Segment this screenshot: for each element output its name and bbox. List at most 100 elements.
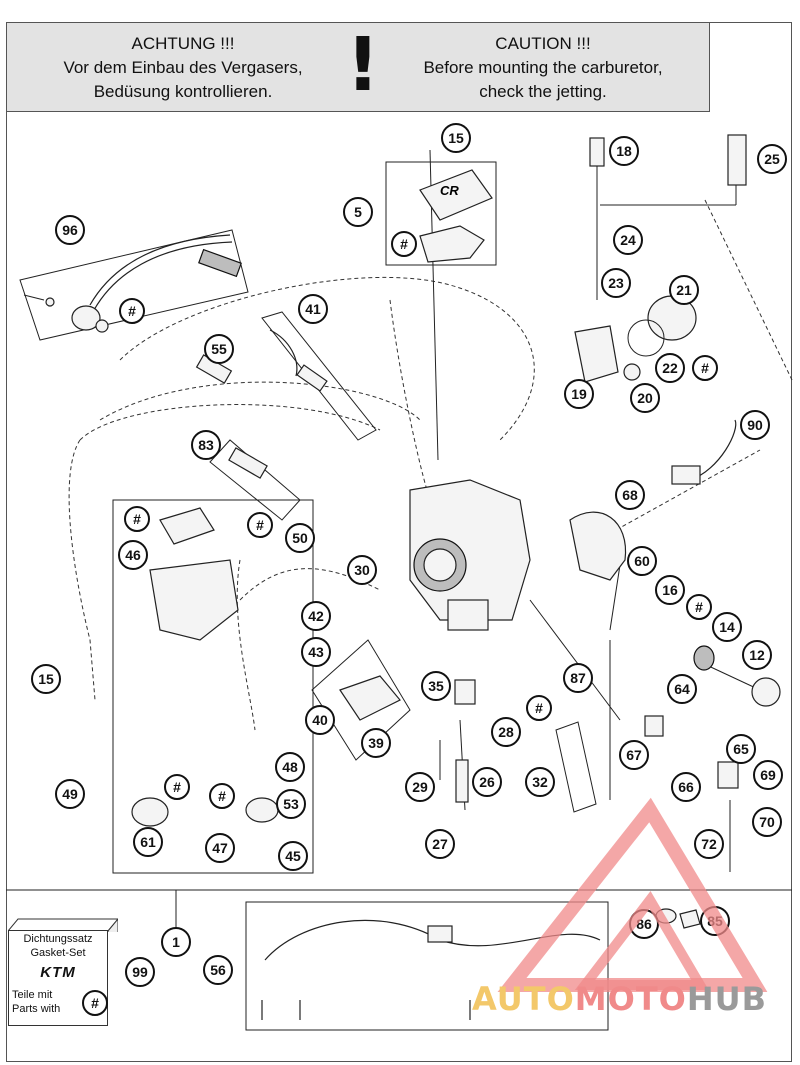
callout-53: 53	[276, 789, 306, 819]
top-cover-group-box	[385, 161, 497, 266]
callout-hash: #	[692, 355, 718, 381]
cr-marking: CR	[440, 183, 459, 198]
top-cover-gasket	[419, 225, 485, 263]
callout-24: 24	[613, 225, 643, 255]
gasket-title-line: Dichtungssatz	[23, 933, 93, 945]
callout-48: 48	[275, 752, 305, 782]
fitting-hose	[269, 329, 298, 377]
callout-26: 26	[472, 767, 502, 797]
callout-22: 22	[655, 353, 685, 383]
drain-plug	[131, 797, 169, 827]
callout-47: 47	[205, 833, 235, 863]
throttle-sensor-group-box	[19, 229, 249, 341]
callout-40: 40	[305, 705, 335, 735]
float-bowl-gasket	[159, 507, 215, 545]
gasket-set-title: Dichtungssatz Gasket-Set	[8, 932, 108, 960]
callout-41: 41	[298, 294, 328, 324]
callout-67: 67	[619, 740, 649, 770]
jet-holder	[454, 679, 476, 705]
warning-german-line: Vor dem Einbau des Vergasers,	[63, 58, 303, 77]
linkage-cover	[717, 761, 739, 789]
overflow-hose	[239, 568, 381, 601]
leader-line	[609, 564, 621, 631]
watermark-text: AUTOMOTOHUB	[472, 980, 767, 1018]
needle-clips	[727, 134, 747, 186]
warning-english-line: check the jetting.	[479, 82, 607, 101]
callout-27: 27	[425, 829, 455, 859]
top-cover	[419, 169, 493, 221]
callout-30: 30	[347, 555, 377, 585]
callout-hash: #	[391, 231, 417, 257]
callout-69: 69	[753, 760, 783, 790]
callout-72: 72	[694, 829, 724, 859]
callout-18: 18	[609, 136, 639, 166]
callout-20: 20	[630, 383, 660, 413]
fitting-group-box	[261, 311, 377, 441]
callout-hash: #	[164, 774, 190, 800]
sensor-cable	[93, 241, 233, 311]
warning-german: ACHTUNG !!! Vor dem Einbau des Vergasers…	[18, 32, 348, 104]
callout-56: 56	[203, 955, 233, 985]
callout-19: 19	[564, 379, 594, 409]
slide-housing	[574, 325, 619, 383]
hose-set-hose	[439, 933, 601, 947]
callout-68: 68	[615, 480, 645, 510]
callout-46: 46	[118, 540, 148, 570]
watermark-text-part: MOTO	[574, 980, 687, 1018]
callout-64: 64	[667, 674, 697, 704]
callout-hash: #	[82, 990, 108, 1016]
watermark-triangle	[497, 797, 768, 992]
caution-banner	[6, 22, 710, 112]
main-jet-needle	[455, 759, 469, 803]
hose-set-fitting	[427, 925, 453, 943]
air-screw	[228, 447, 268, 479]
vent-hose	[79, 404, 381, 441]
callout-49: 49	[55, 779, 85, 809]
gasket-parts-note: Teile mit Parts with	[12, 988, 82, 1016]
callout-90: 90	[740, 410, 770, 440]
callout-50: 50	[285, 523, 315, 553]
warning-german-line: Bedüsung kontrollieren.	[93, 82, 273, 101]
callout-96: 96	[55, 215, 85, 245]
sensor-washer	[45, 297, 55, 307]
warning-english: CAUTION !!! Before mounting the carburet…	[378, 32, 708, 104]
callout-65: 65	[726, 734, 756, 764]
slide-washer	[623, 363, 641, 381]
callout-15: 15	[31, 664, 61, 694]
callout-15: 15	[441, 123, 471, 153]
callout-43: 43	[301, 637, 331, 667]
callout-87: 87	[563, 663, 593, 693]
float-chamber-mount	[447, 599, 489, 631]
carburetor-bore-inner	[423, 548, 457, 582]
exclamation-icon: !	[346, 22, 380, 108]
callout-45: 45	[278, 841, 308, 871]
warning-english-line: Before mounting the carburetor,	[423, 58, 663, 77]
needle-clip-holder	[589, 137, 605, 167]
callout-55: 55	[204, 334, 234, 364]
hose-set-hose	[264, 919, 441, 961]
jet-group-box	[555, 721, 597, 813]
callout-5: 5	[343, 197, 373, 227]
gasket-title-line: Gasket-Set	[30, 947, 86, 959]
fitting-nipple	[296, 364, 328, 392]
watermark-text-part: HUB	[686, 980, 768, 1018]
diagonal-dash	[704, 199, 793, 381]
diagonal-dash	[597, 449, 761, 541]
choke-lever	[339, 675, 401, 721]
callout-99: 99	[125, 957, 155, 987]
callout-70: 70	[752, 807, 782, 837]
callout-83: 83	[191, 430, 221, 460]
callout-28: 28	[491, 717, 521, 747]
callout-16: 16	[655, 575, 685, 605]
callout-32: 32	[525, 767, 555, 797]
warning-german-line: ACHTUNG !!!	[131, 34, 235, 53]
sensor-body	[71, 305, 101, 331]
callout-hash: #	[526, 695, 552, 721]
gasket-parts-line: Teile mit	[12, 989, 53, 1001]
sensor-connector	[198, 248, 242, 278]
callout-hash: #	[247, 512, 273, 538]
slide-o-ring	[627, 319, 665, 357]
ktm-logo: KTM	[40, 964, 76, 981]
linkage-arm	[644, 715, 664, 737]
